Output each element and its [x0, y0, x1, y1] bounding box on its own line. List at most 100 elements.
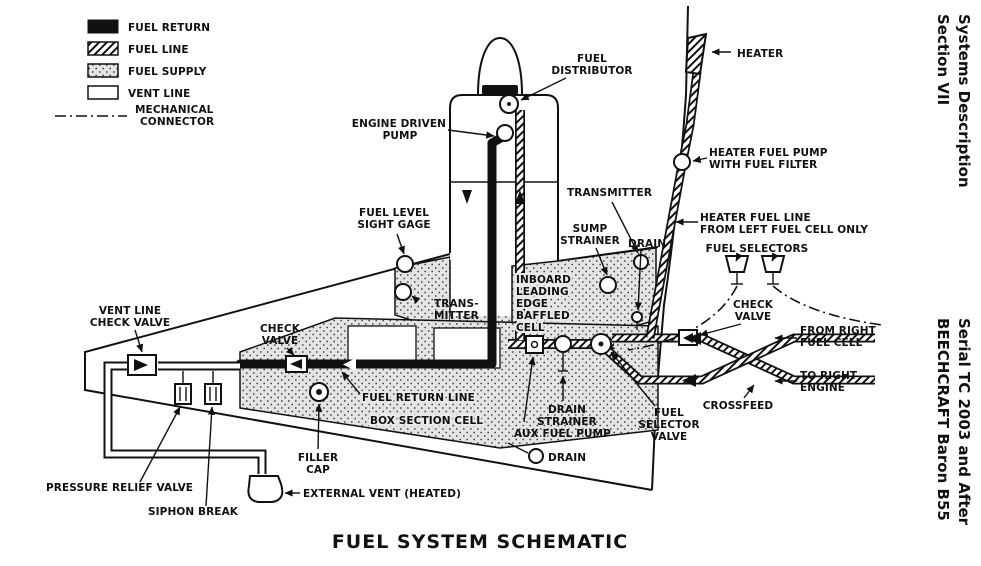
label-vent-line-check-valve-1: VENT LINE [99, 305, 161, 317]
label-fuel-selector-valve-2: SELECTOR [638, 419, 699, 431]
side-aircraft-model: BEECHCRAFT Baron B55 [934, 318, 952, 521]
label-heater-fuel-line-1: HEATER FUEL LINE [700, 212, 811, 224]
vent-check-valve-arrow [134, 359, 148, 371]
flow-arrow-left-return [343, 358, 356, 371]
propeller-spinner [476, 36, 524, 96]
fuel-distributor-center [507, 102, 511, 106]
fuel-level-sight-gage [396, 255, 414, 273]
leader-transmitter-left [411, 295, 421, 304]
fuel-selector-valve-center [598, 341, 604, 347]
label-heater-fuel-pump-2: WITH FUEL FILTER [709, 159, 817, 171]
leader-lines [134, 48, 797, 507]
drain-bottom-unit [528, 448, 544, 464]
heater-fuel-pipe [647, 71, 700, 339]
label-drain-strainer-2: STRAINER [537, 416, 597, 428]
label-from-right-fuel-cell-2: FUEL CELL [800, 337, 863, 349]
label-fuel-selectors: FUEL SELECTORS [706, 243, 809, 255]
label-inboard-cell-4: BAFFLED [516, 310, 570, 322]
label-sump-strainer-2: STRAINER [560, 235, 620, 247]
label-external-vent: EXTERNAL VENT (HEATED) [303, 488, 461, 500]
diagram-labels: FUEL DISTRIBUTOR HEATER ENGINE DRIVEN PU… [46, 48, 877, 518]
vent-pipe-border [103, 361, 267, 474]
vent-pipes [103, 361, 267, 474]
leader-check-valve-left [285, 346, 295, 356]
external-vent-unit [247, 475, 284, 503]
leader-transmitter-right [611, 201, 639, 254]
leader-fuel-distributor [520, 77, 567, 101]
leader-fuel-selector-valve [610, 351, 656, 407]
label-drain-bottom: DRAIN [548, 452, 586, 464]
label-from-right-fuel-cell-1: FROM RIGHT [800, 325, 877, 337]
label-fuel-selector-valve-3: VALVE [651, 431, 688, 443]
label-fuel-distributor-1: FUEL [577, 53, 607, 65]
box-section-cutout-1 [347, 325, 417, 367]
leader-drain-top [634, 249, 643, 311]
label-pressure-relief-valve: PRESSURE RELIEF VALVE [46, 482, 193, 494]
label-sump-strainer-1: SUMP [573, 223, 608, 235]
check-valve-left-arrow [290, 359, 302, 369]
label-to-right-engine-1: TO RIGHT [800, 370, 858, 382]
flow-arrow-left-crossfeed-upper [687, 332, 701, 345]
label-filler-cap-1: FILLER [298, 452, 338, 464]
label-heater: HEATER [737, 48, 783, 60]
side-section-title: Systems Description [955, 14, 973, 188]
leader-sump-strainer [595, 247, 608, 276]
wing-outline [84, 253, 653, 491]
label-heater-fuel-pump-1: HEATER FUEL PUMP [709, 147, 828, 159]
label-inboard-cell-3: EDGE [516, 298, 548, 310]
label-transmitter-left-2: MITTER [434, 310, 479, 322]
legend-swatch-fuel-line [87, 41, 119, 56]
leader-engine-driven-pump [447, 129, 495, 139]
leader-fuel-return-line [341, 371, 361, 395]
leader-vent-line-check-valve [134, 329, 144, 353]
label-engine-driven-pump-1: ENGINE DRIVEN [352, 118, 446, 130]
selector-connector-right [772, 285, 883, 326]
label-transmitter-left-1: TRANS- [434, 298, 479, 310]
flow-arrow-down-return [462, 190, 472, 204]
transmitter-left-unit [394, 283, 412, 301]
label-fuel-selector-valve-1: FUEL [654, 407, 684, 419]
label-check-valve-right-1: CHECK [733, 299, 774, 311]
side-section-number: Section VII [934, 14, 952, 105]
box-section-cell [239, 317, 659, 449]
label-inboard-cell-2: LEADING [516, 286, 569, 298]
legend-label-fuel-line: FUEL LINE [128, 44, 189, 56]
label-crossfeed: CROSSFEED [703, 400, 774, 412]
label-check-valve-right-2: VALVE [735, 311, 772, 323]
side-margin: Section VII Systems Description BEECHCRA… [934, 14, 973, 526]
leader-heater-fuel-pump [692, 155, 708, 163]
leader-fuel-level-sight-gage [396, 233, 405, 255]
label-inboard-cell-1: INBOARD [516, 274, 571, 286]
label-check-valve-left-1: CHECK [260, 323, 301, 335]
filler-cap-center [316, 389, 322, 395]
leader-pressure-relief-valve [139, 406, 181, 483]
nacelle-body [450, 95, 558, 260]
leader-crossfeed [743, 384, 755, 399]
legend: FUEL RETURN FUEL LINE FUEL SUPPLY VENT L… [55, 19, 214, 128]
crossfeed-pipe-b [605, 335, 875, 383]
label-inboard-cell-5: CELL [516, 322, 545, 334]
leader-fuel-selector-right [771, 252, 779, 262]
label-box-section-cell: BOX SECTION CELL [370, 415, 483, 427]
pressure-relief-valve-unit [174, 383, 192, 405]
legend-swatch-fuel-return [87, 19, 119, 34]
label-fuel-level-sight-gage-2: SIGHT GAGE [357, 219, 430, 231]
legend-label-fuel-supply: FUEL SUPPLY [128, 66, 207, 78]
label-to-right-engine-2: ENGINE [800, 382, 845, 394]
fuel-cells [239, 247, 659, 449]
spinner-base-band [482, 85, 518, 95]
flow-arrow-up-supply [515, 190, 525, 204]
components [127, 32, 786, 503]
label-transmitter-right: TRANSMITTER [567, 187, 652, 199]
flow-arrow-left-crossfeed-lower [682, 374, 696, 387]
flow-arrows [343, 190, 701, 387]
drain-bottom-stem [507, 442, 529, 454]
leader-fuel-selector-left [735, 252, 743, 262]
legend-label-vent-line: VENT LINE [128, 88, 190, 100]
heater-fuel-pump [673, 153, 691, 171]
label-siphon-break: SIPHON BREAK [148, 506, 239, 518]
label-drain-strainer-1: DRAIN [548, 404, 586, 416]
side-serial-range: Serial TC 2003 and After [955, 318, 973, 526]
legend-label-mechanical-connector-line2: CONNECTOR [140, 116, 214, 128]
